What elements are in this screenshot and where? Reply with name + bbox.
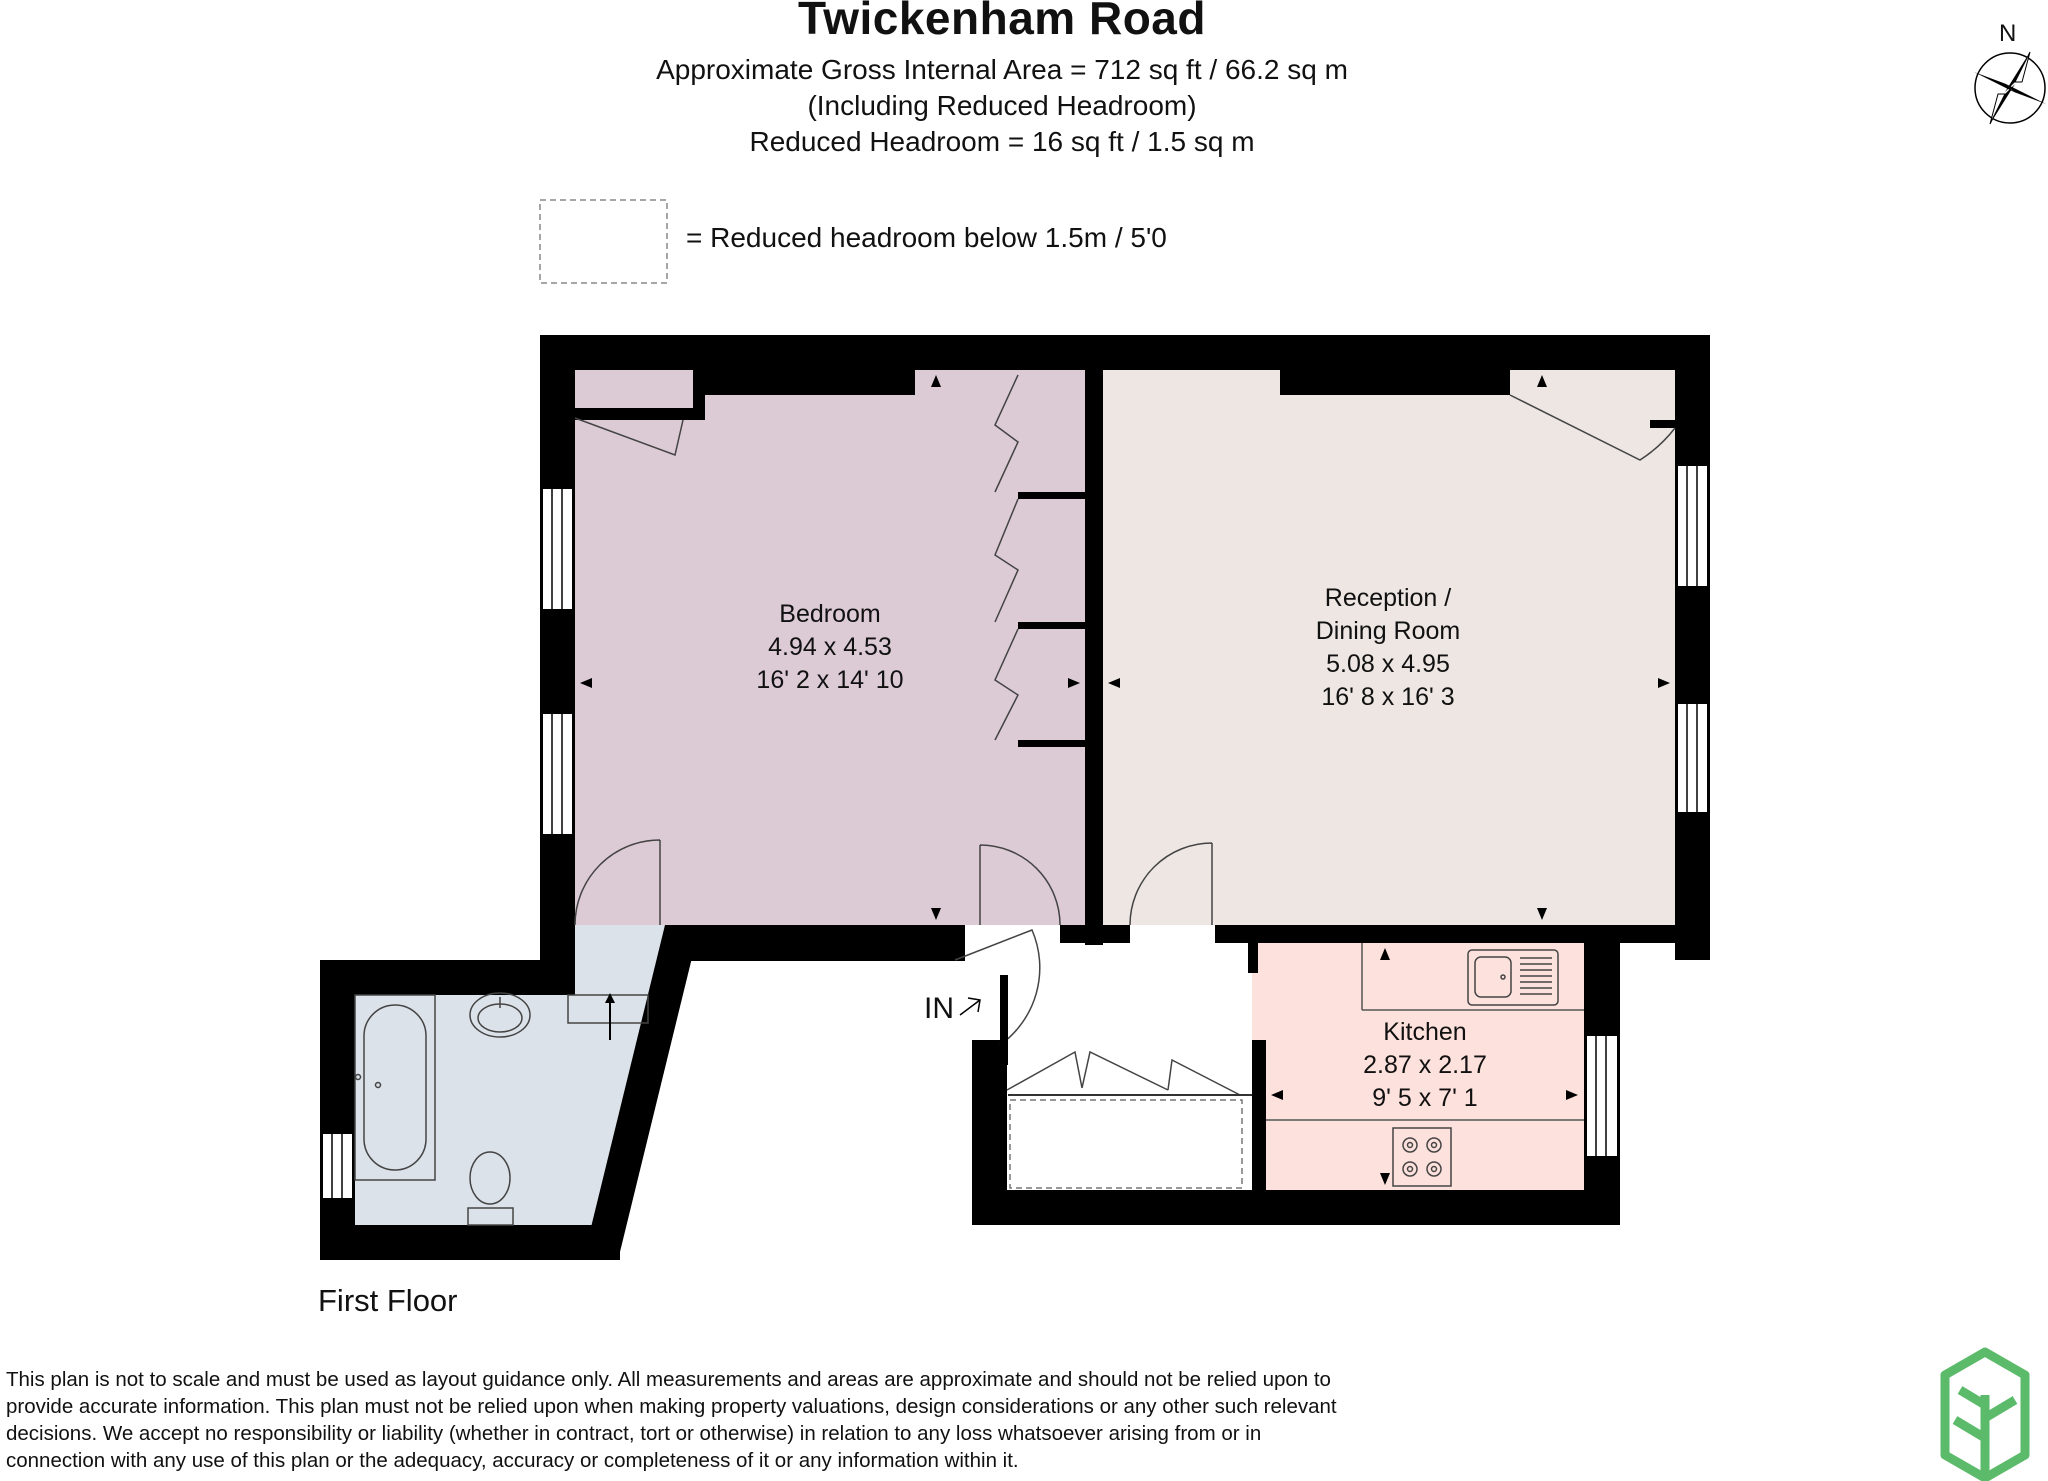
reception-imperial: 16' 8 x 16' 3: [1321, 683, 1455, 711]
disclaimer-line: provide accurate information. This plan …: [6, 1395, 1337, 1418]
kitchen-label: Kitchen 2.87 x 2.17 9' 5 x 7' 1: [1300, 1016, 1550, 1115]
disclaimer-line: decisions. We accept no responsibility o…: [6, 1422, 1262, 1445]
windows: [321, 464, 1709, 1200]
disclaimer-line: This plan is not to scale and must be us…: [6, 1368, 1331, 1391]
bedroom-imperial: 16' 2 x 14' 10: [756, 666, 904, 694]
hallway: [1003, 943, 1252, 1191]
reception-room: [1103, 370, 1675, 925]
headroom-inclusion-text: (Including Reduced Headroom): [807, 90, 1197, 121]
kitchen-metric: 2.87 x 2.17: [1363, 1051, 1487, 1079]
reception-metric: 5.08 x 4.95: [1326, 650, 1450, 678]
entrance-label: IN: [924, 992, 954, 1025]
bath-icon: [354, 994, 436, 1181]
bedroom-label: Bedroom 4.94 x 4.53 16' 2 x 14' 10: [700, 598, 960, 697]
compass-north-label: N: [1999, 20, 2017, 47]
kitchen-name: Kitchen: [1383, 1018, 1467, 1046]
reception-name-2: Dining Room: [1315, 617, 1461, 645]
bathroom-room: [353, 925, 665, 1225]
reduced-headroom-text: Reduced Headroom = 16 sq ft / 1.5 sq m: [749, 126, 1255, 157]
bedroom-metric: 4.94 x 4.53: [768, 633, 892, 661]
bedroom-room: [575, 370, 1085, 925]
toilet-icon: [467, 1151, 514, 1226]
entrance-arrow-icon: [959, 997, 981, 1016]
gross-area-text: Approximate Gross Internal Area = 712 sq…: [656, 54, 1348, 85]
legend-text: = Reduced headroom below 1.5m / 5'0: [686, 222, 1167, 253]
page-title: Twickenham Road: [798, 0, 1206, 44]
hob-icon: [1392, 1127, 1452, 1187]
reduced-headroom-area: [1009, 1099, 1243, 1189]
legend-swatch: [539, 199, 668, 284]
kitchen-room: [1252, 943, 1584, 1191]
compass-icon: [1974, 51, 2046, 125]
basin-icon: [469, 992, 531, 1038]
logo-icon: [1940, 1347, 2030, 1481]
floor-label: First Floor: [318, 1283, 458, 1318]
kitchen-imperial: 9' 5 x 7' 1: [1372, 1084, 1478, 1112]
disclaimer: This plan is not to scale and must be us…: [6, 1366, 1506, 1474]
sink-icon: [1467, 949, 1559, 1006]
bedroom-name: Bedroom: [779, 600, 881, 628]
disclaimer-line: connection with any use of this plan or …: [6, 1449, 1019, 1472]
walls: [320, 335, 1710, 1260]
reception-name: Reception /: [1324, 584, 1452, 612]
reception-label: Reception / Dining Room 5.08 x 4.95 16' …: [1258, 582, 1518, 714]
